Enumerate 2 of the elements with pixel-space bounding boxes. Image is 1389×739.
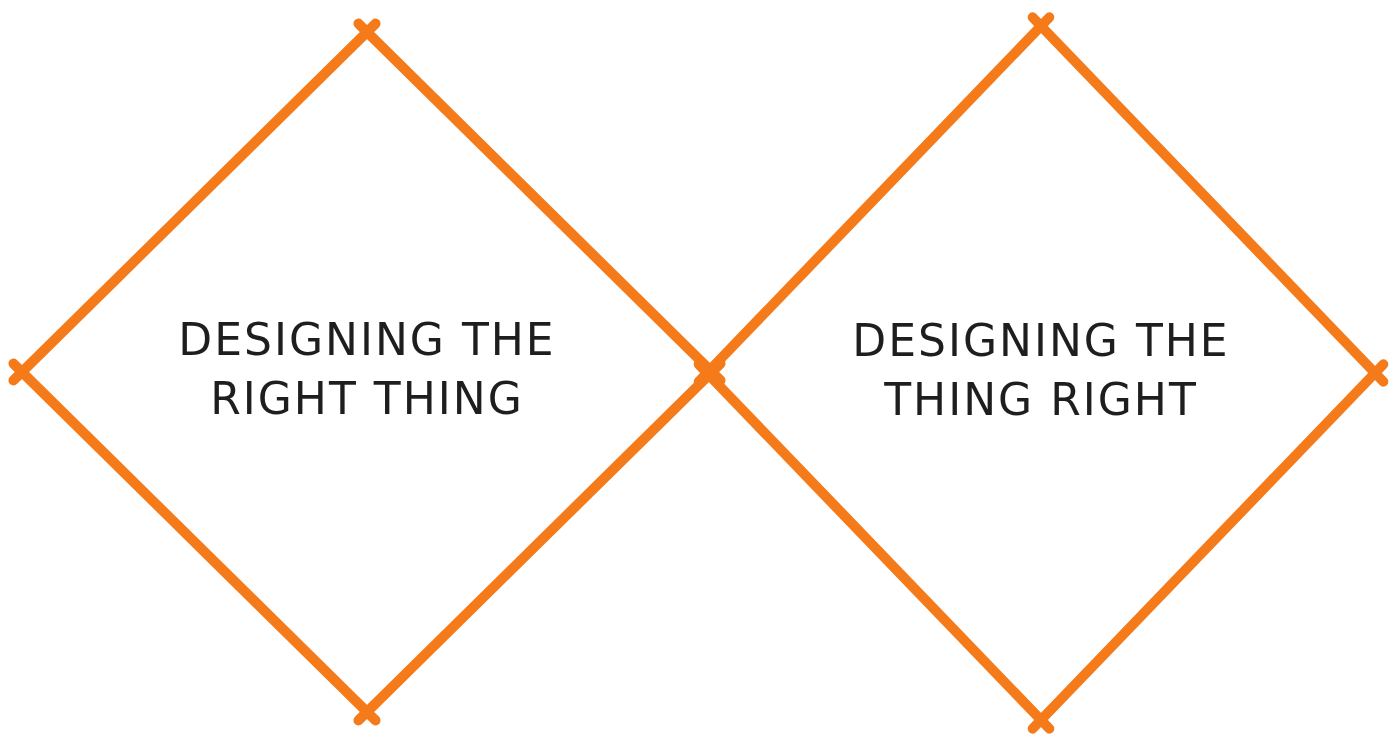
diamond-label: DESIGNING THE THING RIGHT [851,314,1231,428]
diamond-label: DESIGNING THE RIGHT THING [177,313,557,427]
